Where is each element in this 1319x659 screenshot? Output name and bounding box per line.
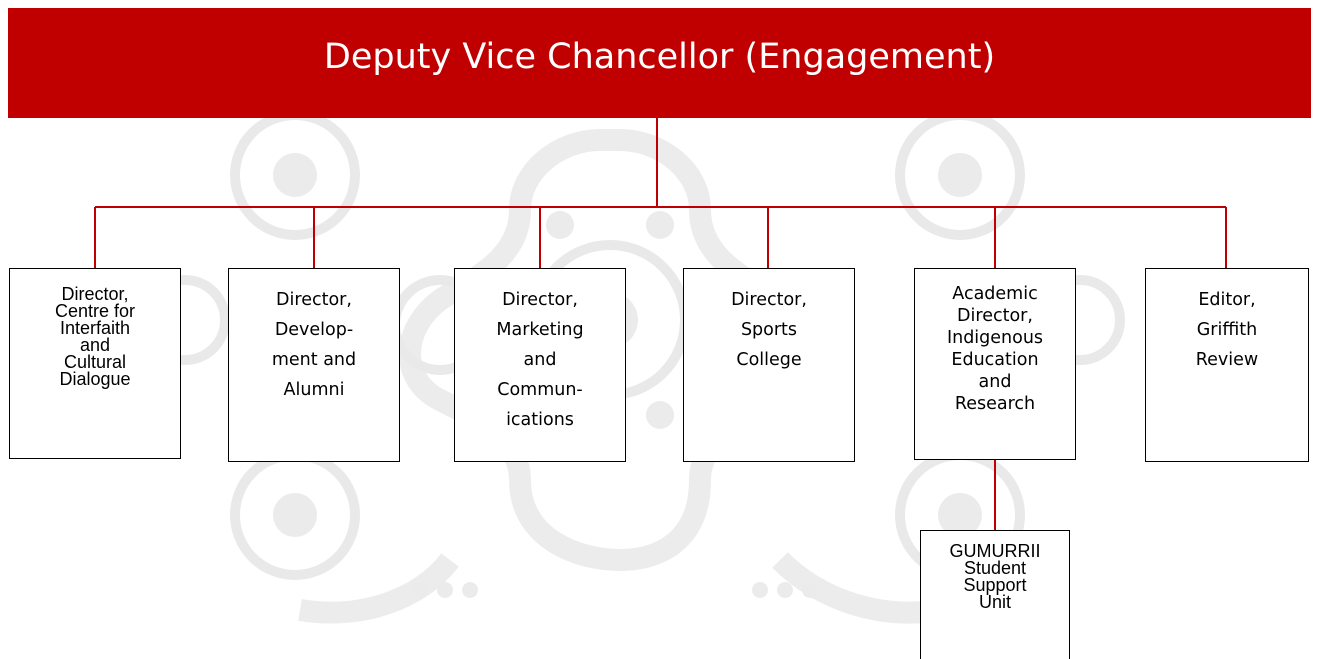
box-line: and (79, 335, 111, 355)
box-line: Academic (952, 284, 1038, 304)
box-line: GUMURRII (949, 541, 1041, 561)
box-line: Unit (978, 592, 1011, 612)
box-griffith-review-editor: Editor, Griffith Review (1145, 268, 1309, 462)
box-line: Marketing (496, 320, 584, 340)
box-line: Indigenous (946, 328, 1044, 348)
box-line: Director, (61, 284, 129, 304)
box-line: and (523, 350, 557, 370)
box-line: Griffith (1196, 320, 1258, 340)
box-development-director: Director, Develop- ment and Alumni (228, 268, 400, 462)
box-line: Dialogue (59, 369, 131, 389)
box-line: and (978, 372, 1012, 392)
box-interfaith-director: Director, Centre for Interfaith and Cult… (9, 268, 181, 459)
box-indigenous-academic-director: Academic Director, Indigenous Education … (914, 268, 1076, 460)
box-line: Cultural (63, 352, 126, 372)
page-title: Deputy Vice Chancellor (Engagement) (8, 8, 1311, 118)
box-gumurrii-support-unit: GUMURRII Student Support Unit (920, 530, 1070, 659)
box-marketing-director: Director, Marketing and Commun- ications (454, 268, 626, 462)
box-line: Sports (740, 320, 798, 340)
box-line: Education (951, 350, 1039, 370)
box-line: Centre for (54, 301, 136, 321)
box-line: College (736, 350, 802, 370)
box-line: ment and (271, 350, 357, 370)
box-line: Research (954, 394, 1036, 414)
box-line: ications (506, 410, 574, 430)
box-line: Director, (276, 290, 352, 310)
box-line: Interfaith (59, 318, 131, 338)
box-line: Review (1195, 350, 1259, 370)
box-line: Director, (957, 306, 1033, 326)
box-line: Develop- (274, 320, 354, 340)
box-line: Alumni (283, 380, 345, 400)
box-line: Support (963, 575, 1027, 595)
box-sports-director: Director, Sports College (683, 268, 855, 462)
box-line: Director, (502, 290, 578, 310)
box-line: Commun- (497, 380, 583, 400)
box-line: Director, (731, 290, 807, 310)
box-line: Student (963, 558, 1027, 578)
box-line: Editor, (1198, 290, 1256, 310)
